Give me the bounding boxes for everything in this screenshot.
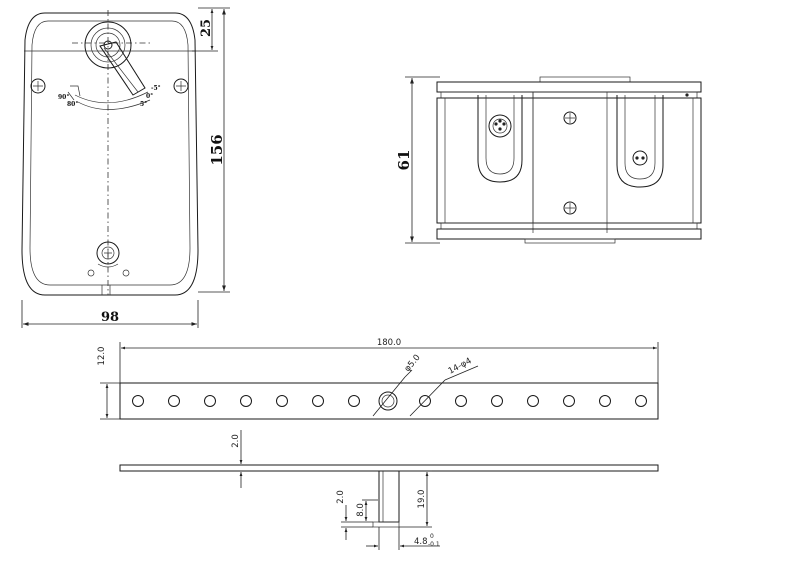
bracket-hole <box>204 395 216 407</box>
position-lever <box>99 41 146 96</box>
angle-label-neg5: -5° <box>151 85 161 92</box>
bracket-hole <box>312 395 324 407</box>
cable-gland-right <box>632 150 648 166</box>
dim-pin-height-19: 19.0 <box>417 490 427 509</box>
shaft-hub <box>84 21 132 69</box>
side-screw-bottom <box>563 201 577 215</box>
bracket-hole <box>599 395 611 407</box>
front-view: 90° 80° -5° 0° 5° 156 25 98 <box>21 7 230 328</box>
bracket-hole <box>635 395 647 407</box>
bracket-hole <box>348 395 360 407</box>
screw-right <box>173 78 189 94</box>
dim-pin-tol-upper: 0 <box>430 533 434 540</box>
side-body <box>436 97 702 224</box>
screw-left <box>30 78 46 94</box>
angle-label-5: 5° <box>140 101 147 108</box>
bracket-hole-large <box>378 391 398 411</box>
dim-width-98: 98 <box>101 310 119 325</box>
dim-collar-2: 2.0 <box>336 490 346 504</box>
left-slot <box>477 95 523 183</box>
housing-outline <box>21 12 199 296</box>
dim-pin-width: 4.8 <box>414 537 428 547</box>
angle-label-80: 80° <box>67 101 78 108</box>
side-screw-top <box>563 111 577 125</box>
bracket-side-view: 2.0 19.0 8.0 2.0 4.8 0 -0.1 <box>119 430 659 550</box>
bottom-mount <box>96 241 120 265</box>
dim-length-180: 180.0 <box>377 338 401 348</box>
bracket-hole <box>527 395 539 407</box>
angle-label-0: 0° <box>146 93 153 100</box>
dim-thickness-2: 2.0 <box>231 434 241 448</box>
bracket-hole <box>419 395 431 407</box>
dim-height-156: 156 <box>208 134 226 165</box>
angle-scale <box>74 91 149 104</box>
bracket-strip <box>119 464 659 472</box>
dim-pin-tol-lower: -0.1 <box>428 541 440 548</box>
dim-height-61: 61 <box>395 150 413 171</box>
bracket-hole <box>563 395 575 407</box>
bracket-pin <box>378 470 400 523</box>
dim-pin-len-8: 8.0 <box>356 503 366 517</box>
dim-large-hole: φ5.0 <box>403 353 423 374</box>
bracket-plate <box>119 382 659 420</box>
bracket-hole <box>491 395 503 407</box>
side-view: 61 <box>395 76 702 244</box>
dim-width-12: 12.0 <box>97 347 107 366</box>
bracket-hole <box>168 395 180 407</box>
bracket-top-view: φ5.0 14-φ4 180.0 12.0 <box>97 338 659 420</box>
bracket-hole <box>276 395 288 407</box>
angle-label-90: 90° <box>58 94 69 101</box>
right-slot <box>616 95 664 188</box>
bracket-hole <box>455 395 467 407</box>
cable-gland-left <box>488 114 512 138</box>
bracket-holes <box>132 391 647 411</box>
bracket-hole <box>240 395 252 407</box>
dim-offset-25: 25 <box>199 19 214 37</box>
bracket-hole <box>132 395 144 407</box>
housing-inner-outline <box>29 20 191 286</box>
